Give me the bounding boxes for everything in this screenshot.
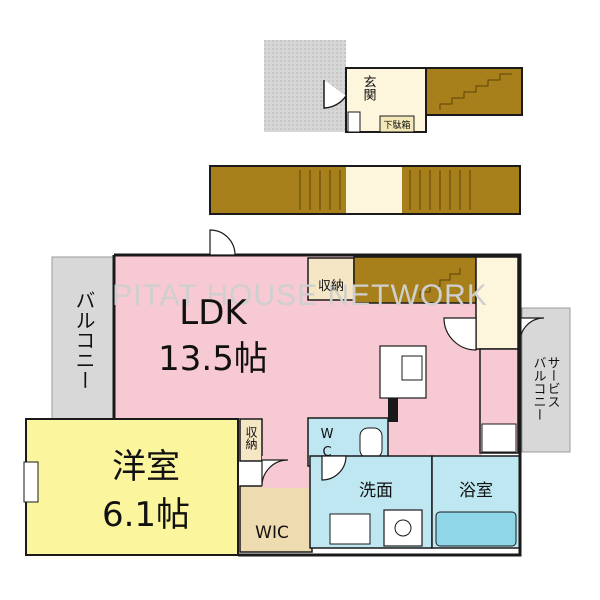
shoe-box-label: 下駄箱 bbox=[383, 119, 410, 131]
toilet-icon bbox=[359, 427, 383, 459]
entrance-step bbox=[347, 111, 361, 133]
door-swing-icon bbox=[443, 317, 477, 351]
washing-machine-drum bbox=[394, 519, 412, 537]
bathtub-icon bbox=[435, 511, 517, 547]
service-balcony bbox=[521, 307, 571, 453]
sink-icon bbox=[329, 513, 371, 545]
bathroom-label: 浴室 bbox=[459, 481, 493, 501]
washroom-label: 洗面 bbox=[359, 481, 393, 501]
western-size-label: 6.1帖 bbox=[102, 495, 190, 535]
door-swing-icon bbox=[323, 80, 347, 109]
outer-wall bbox=[112, 253, 522, 557]
door-swing-icon bbox=[261, 459, 289, 487]
western-name-label: 洋室 bbox=[112, 447, 180, 487]
ldk-name-label: LDK bbox=[179, 293, 248, 333]
kitchen-icon bbox=[401, 355, 423, 381]
stairs-icon bbox=[419, 268, 461, 298]
watermark: PITAT HOUSE NETWORK bbox=[112, 279, 488, 312]
wic-label: WIC bbox=[255, 523, 289, 543]
wc-label-w: W bbox=[321, 427, 334, 442]
door-swing-icon bbox=[209, 229, 236, 256]
shoe-box bbox=[379, 115, 415, 133]
balcony-label: バルコニー bbox=[72, 290, 96, 390]
washing-machine-icon bbox=[383, 509, 423, 547]
entrance-label: 玄関 bbox=[361, 75, 377, 102]
stairs-icon bbox=[439, 73, 512, 110]
balcony bbox=[51, 256, 115, 420]
staircase-level bbox=[209, 165, 521, 215]
ldk-size-label: 13.5帖 bbox=[158, 339, 268, 379]
kitchen-post bbox=[388, 398, 398, 422]
stair-hall bbox=[475, 256, 519, 350]
stairs-icon bbox=[299, 170, 471, 210]
wc-label-c: C bbox=[322, 445, 331, 460]
door-swing-icon bbox=[321, 455, 347, 481]
unit-stairs bbox=[353, 256, 477, 304]
western-door-area bbox=[23, 461, 39, 503]
storage-western bbox=[239, 418, 263, 462]
service-balcony-label-1: サービス bbox=[545, 356, 560, 408]
entrance-porch bbox=[264, 40, 346, 132]
service-balcony-label-2: バルコニー bbox=[531, 356, 547, 421]
storage-ldk bbox=[307, 257, 355, 301]
closet-box bbox=[481, 423, 517, 453]
staircase-landing bbox=[346, 167, 402, 213]
main-unit bbox=[23, 229, 571, 557]
entrance-level: 玄関 下駄箱 bbox=[264, 40, 523, 133]
storage-western-label: 収納 bbox=[244, 426, 258, 450]
storage-ldk-label: 収納 bbox=[318, 279, 344, 294]
western-room bbox=[25, 418, 239, 556]
